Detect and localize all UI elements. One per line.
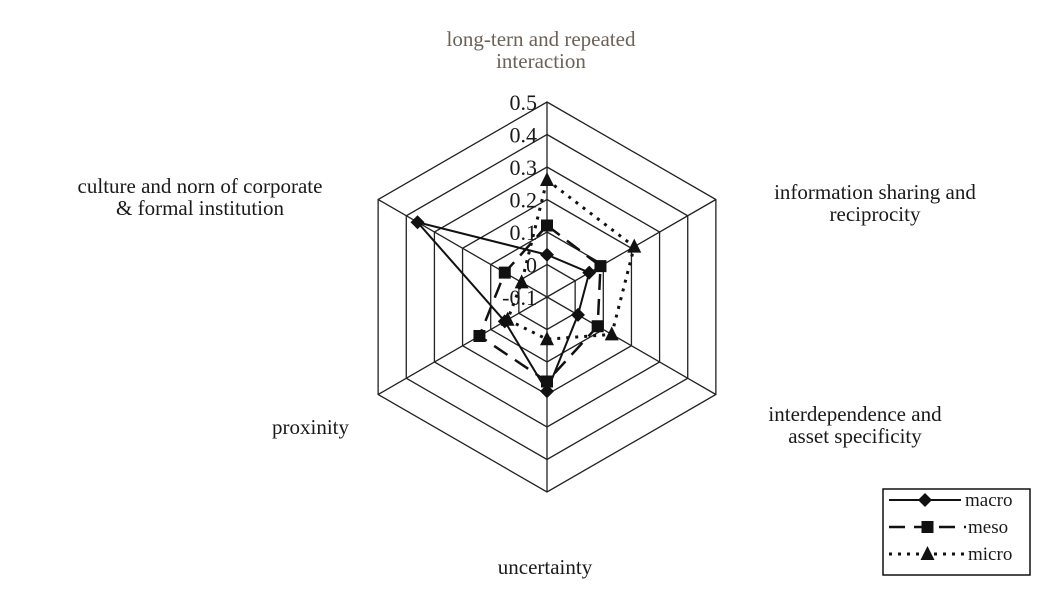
axis-label-line: culture and norn of corporate xyxy=(78,174,323,198)
triangle-marker xyxy=(627,238,642,253)
triangle-marker xyxy=(540,172,554,186)
triangle-marker xyxy=(604,326,619,341)
axis-label-line: uncertainty xyxy=(498,555,593,579)
legend: macro meso micro xyxy=(882,488,1031,576)
axis-label-line: proxinity xyxy=(272,415,349,439)
tick-label: 0.2 xyxy=(510,188,538,213)
square-marker xyxy=(541,219,553,232)
radar-grid xyxy=(377,101,717,493)
legend-label: micro xyxy=(968,544,1012,565)
axis-label: culture and norn of corporate& formal in… xyxy=(78,174,323,220)
diamond-marker xyxy=(410,215,425,230)
legend-item-macro: macro xyxy=(889,490,1012,511)
triangle-marker xyxy=(500,311,515,326)
triangle-marker xyxy=(540,331,554,346)
diamond-marker xyxy=(570,307,585,322)
tick-label: 0.3 xyxy=(510,155,538,180)
legend-item-micro: micro xyxy=(889,544,1012,565)
axis-label-line: information sharing and xyxy=(774,180,976,204)
data-series xyxy=(410,172,642,399)
triangle-marker xyxy=(514,274,529,289)
tick-label: 0 xyxy=(526,253,537,278)
diamond-marker xyxy=(582,265,597,280)
square-marker xyxy=(921,521,934,533)
square-marker xyxy=(498,266,511,279)
legend-label: meso xyxy=(968,517,1008,538)
square-marker xyxy=(541,375,553,388)
axis-label-line: reciprocity xyxy=(830,202,921,226)
axis-label-line: long-tern and repeated xyxy=(447,27,636,51)
legend-box xyxy=(882,488,1031,576)
axis-label: proxinity xyxy=(272,415,349,439)
series-meso xyxy=(473,219,607,388)
radial-tick-labels: 0.50.40.30.20.10-0.1 xyxy=(502,90,537,310)
grid-spoke xyxy=(377,296,548,396)
square-marker xyxy=(591,320,604,333)
axis-label: uncertainty xyxy=(498,555,593,579)
diamond-marker xyxy=(540,384,554,399)
axis-label-line: asset specificity xyxy=(788,424,922,448)
tick-label: 0.5 xyxy=(510,90,538,115)
legend-label: macro xyxy=(965,490,1012,511)
square-marker xyxy=(473,330,486,342)
diamond-marker xyxy=(540,247,554,262)
axis-label-line: interdependence and xyxy=(768,402,942,426)
series-micro xyxy=(500,172,642,346)
axis-label-line: interaction xyxy=(496,49,586,73)
legend-item-meso: meso xyxy=(889,517,1008,538)
axis-label-line: & formal institution xyxy=(116,196,284,220)
triangle-marker xyxy=(920,546,935,560)
tick-label: 0.1 xyxy=(510,220,538,245)
tick-label: 0.4 xyxy=(510,123,538,148)
diamond-marker xyxy=(918,493,932,507)
square-marker xyxy=(594,260,607,273)
